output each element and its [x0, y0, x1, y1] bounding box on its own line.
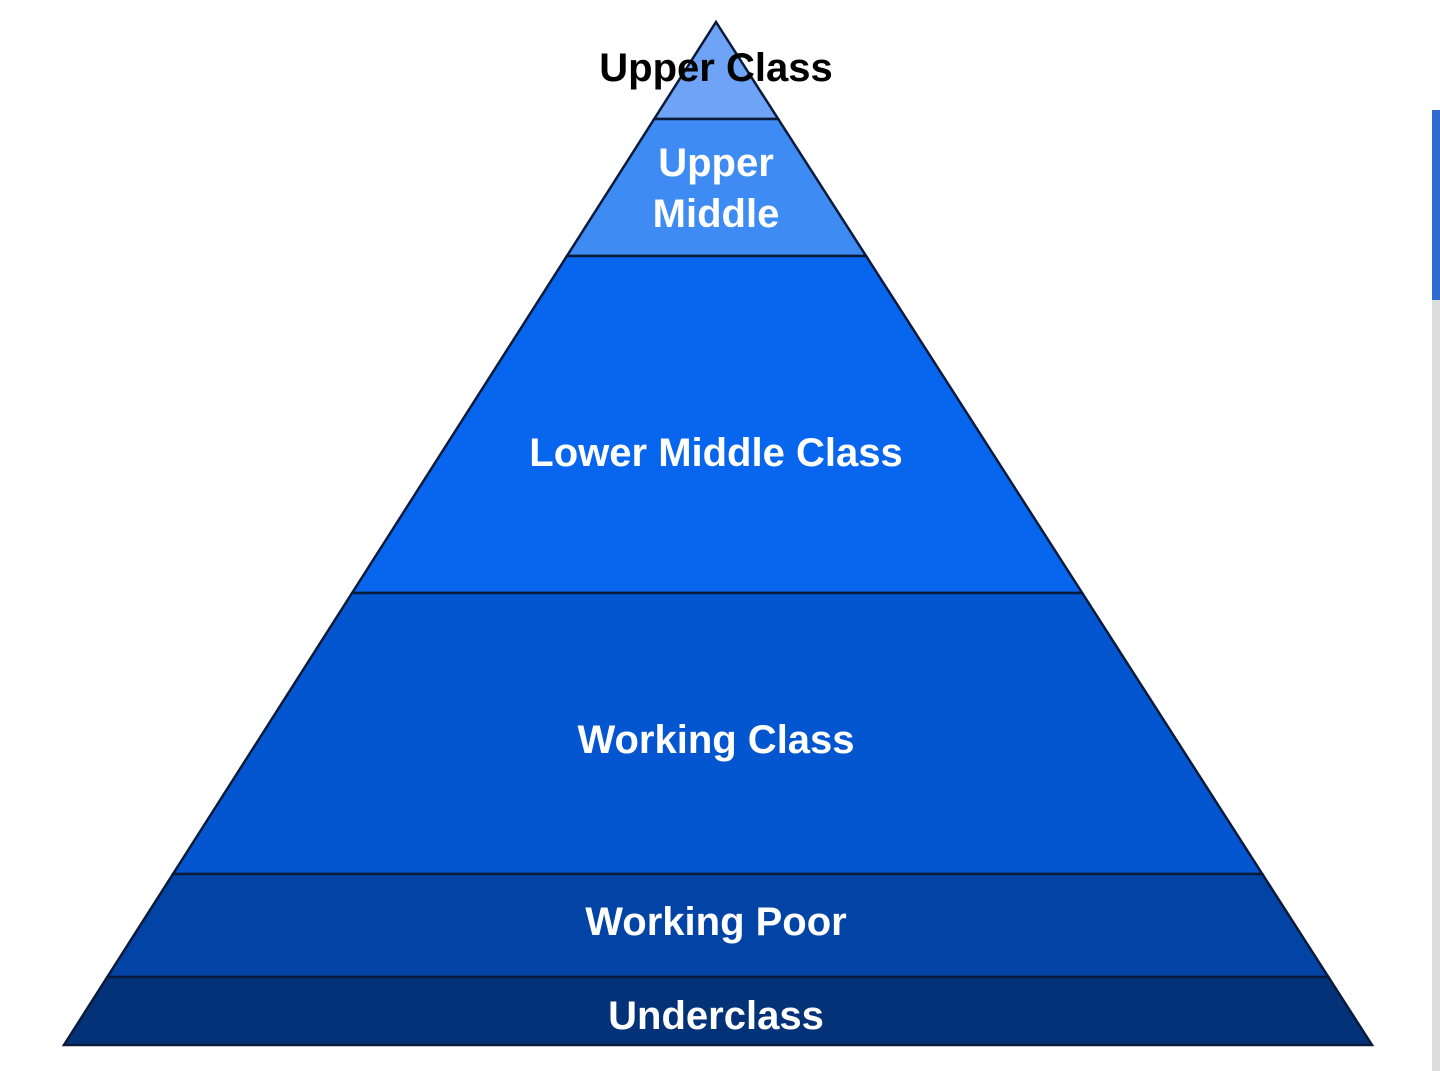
tier-3-label-line-1: Lower Middle Class: [529, 431, 902, 475]
tier-6-label: Underclass: [608, 994, 824, 1038]
tier-4-label: Working Class: [577, 718, 854, 762]
tier-1-label-line-1: Upper Class: [599, 46, 832, 90]
window-edge-strip: [1432, 0, 1440, 1071]
tier-1-label: Upper Class: [599, 46, 832, 90]
tier-2-label-line-2: Middle: [653, 192, 780, 236]
tier-5-label: Working Poor: [585, 900, 846, 944]
tier-2-label-line-1: Upper: [658, 141, 774, 185]
tier-6-label-line-1: Underclass: [608, 994, 824, 1038]
tier-6-band: [61, 975, 1375, 1047]
tier-4-label-line-1: Working Class: [577, 718, 854, 762]
tier-3-band: [349, 254, 1085, 595]
tier-5-label-line-1: Working Poor: [585, 900, 846, 944]
tier-3-label: Lower Middle Class: [529, 431, 902, 475]
